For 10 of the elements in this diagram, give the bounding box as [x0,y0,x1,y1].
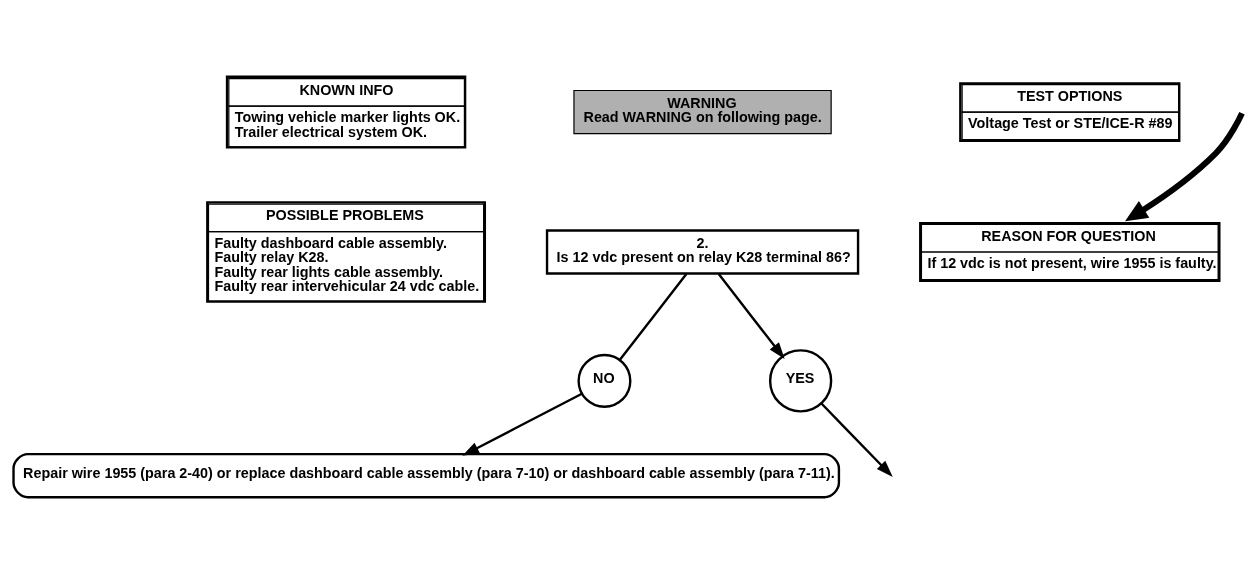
node-box: 2. Is 12 vdc present on relay K28 terminal 86? [545,228,860,275]
node-circle: YES [768,348,833,413]
arrow [462,392,583,456]
arrow [820,402,893,477]
connector [618,272,688,361]
arrow [717,272,785,359]
arrow [1125,111,1245,221]
node-box: Repair wire 1955 (para 2-40) or replace dashboard cable assembly (para 7-10) or dashboard cable assembly (para 7-11). [12,452,841,498]
node-box: WARNING Read WARNING on following page. [573,89,832,134]
node-circle: NO [577,353,632,408]
